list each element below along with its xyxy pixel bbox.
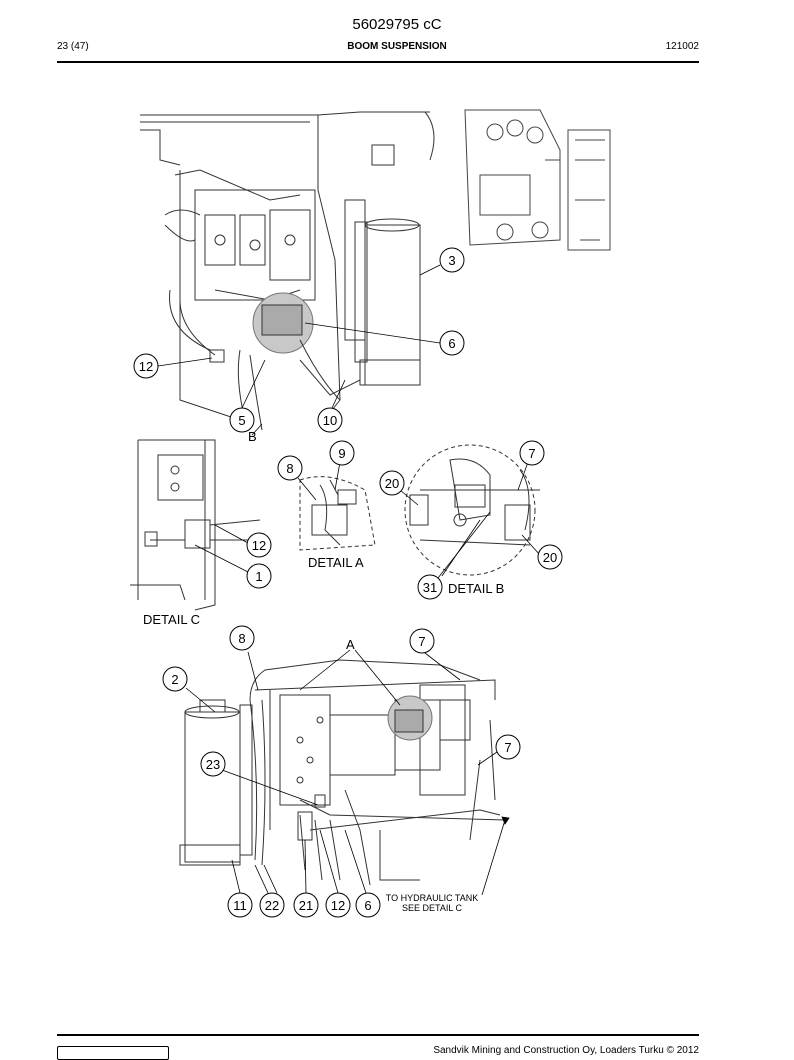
revision-code: 121002 xyxy=(665,41,699,52)
callout-7-detail-b xyxy=(519,440,545,466)
bottom-leader-lines xyxy=(185,649,510,896)
hydraulic-tank-note-line-2: SEE DETAIL C xyxy=(402,903,463,913)
callout-1-detail-c xyxy=(246,563,272,589)
header-rule xyxy=(57,61,699,63)
callout-10-text: 10 xyxy=(323,413,337,428)
callout-b31-text: 31 xyxy=(423,580,437,595)
detail-c-drawing xyxy=(130,439,261,611)
callout-9-detail-a xyxy=(329,440,355,466)
callout-12-top xyxy=(133,353,159,379)
footer-rule xyxy=(57,1034,699,1036)
detail-c-label: DETAIL C xyxy=(143,612,200,627)
callout-20-left-detail-b xyxy=(379,470,405,496)
callout-bot8-text: 8 xyxy=(238,631,245,646)
callout-5-text: 5 xyxy=(238,413,245,428)
callout-bot12-text: 12 xyxy=(331,898,345,913)
callout-bot22-text: 22 xyxy=(265,898,279,913)
callout-a8-text: 8 xyxy=(286,461,293,476)
bottom-view-drawing xyxy=(179,659,506,886)
detail-b-label: DETAIL B xyxy=(448,581,504,596)
callout-20-right-detail-b xyxy=(537,544,563,570)
callout-6-top xyxy=(439,330,465,356)
callout-5-top xyxy=(229,407,255,433)
callout-bot11-text: 11 xyxy=(233,898,247,913)
callout-c1-text: 1 xyxy=(255,569,262,584)
top-leader-lines xyxy=(157,264,441,436)
callout-bot21-text: 21 xyxy=(299,898,313,913)
callout-12-text: 12 xyxy=(139,359,153,374)
callout-c12-text: 12 xyxy=(252,538,266,553)
callout-7-top-bottom xyxy=(409,628,435,654)
callout-31-detail-b xyxy=(417,574,443,600)
callout-11-bottom xyxy=(227,892,253,918)
document-number: 56029795 cC xyxy=(352,16,442,33)
callout-bot7r-text: 7 xyxy=(504,740,511,755)
callout-3-text: 3 xyxy=(448,253,455,268)
callout-a9-text: 9 xyxy=(338,446,345,461)
callout-10-top xyxy=(317,407,343,433)
callout-b20l-text: 20 xyxy=(385,476,399,491)
callout-12-bottom xyxy=(325,892,351,918)
section-title: BOOM SUSPENSION xyxy=(347,41,447,52)
callout-23-bottom xyxy=(200,751,226,777)
hydraulic-tank-note-line-1: TO HYDRAULIC TANK xyxy=(386,893,479,903)
detail-b-leaders xyxy=(399,461,541,579)
callout-bot23-text: 23 xyxy=(206,757,220,772)
marker-b-label: B xyxy=(248,429,257,444)
detail-a-label: DETAIL A xyxy=(308,555,364,570)
detail-a-leaders xyxy=(297,461,341,501)
callout-8-bottom xyxy=(229,625,255,651)
marker-a-label: A xyxy=(346,637,355,652)
callout-21-bottom xyxy=(293,892,319,918)
callout-2-bottom xyxy=(162,666,188,692)
detail-a-drawing xyxy=(299,476,376,551)
callout-bot7t-text: 7 xyxy=(418,634,425,649)
callout-bot2-text: 2 xyxy=(171,672,178,687)
overview-inset-drawing xyxy=(464,109,611,251)
top-view-drawing xyxy=(140,111,435,431)
callout-3-top xyxy=(439,247,465,273)
detail-b-drawing xyxy=(404,444,540,576)
callout-6-text: 6 xyxy=(448,336,455,351)
page-number: 23 (47) xyxy=(57,41,89,52)
callout-bot6-text: 6 xyxy=(364,898,371,913)
callout-22-bottom xyxy=(259,892,285,918)
callout-b20r-text: 20 xyxy=(543,550,557,565)
detail-c-leaders xyxy=(194,524,249,573)
footer-copyright: Sandvik Mining and Construction Oy, Load… xyxy=(433,1045,699,1056)
callout-8-detail-a xyxy=(277,455,303,481)
sandvik-logo xyxy=(57,1046,169,1060)
callout-12-detail-c xyxy=(246,532,272,558)
callout-b7-text: 7 xyxy=(528,446,535,461)
callout-7-right-bottom xyxy=(495,734,521,760)
callout-6-bottom xyxy=(355,892,381,918)
